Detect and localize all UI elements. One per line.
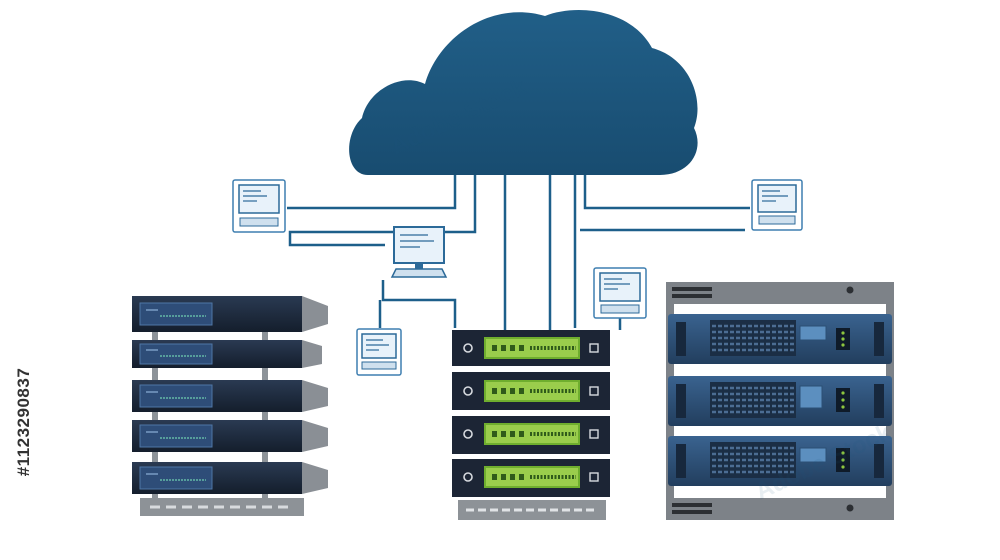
rack-left-unit xyxy=(132,380,328,412)
workstation-top-left-monitor-icon xyxy=(232,179,286,233)
rack-left-unit xyxy=(132,296,328,332)
workstation-lower-left-monitor-icon xyxy=(356,328,402,376)
rack-right-unit xyxy=(668,314,892,364)
rack-right-unit xyxy=(668,376,892,426)
server-rack-right xyxy=(666,282,894,520)
server-rack-left xyxy=(132,296,328,516)
link-cloud-to-workstation-center-left xyxy=(288,174,477,247)
rack-center-led-row xyxy=(492,345,524,480)
rack-right-unit xyxy=(668,436,892,486)
rack-right-base xyxy=(666,498,894,520)
link-cloud-to-workstation-top-left xyxy=(287,174,457,210)
workstation-center-right-monitor-icon xyxy=(593,267,647,319)
link-cloud-to-workstation-top-right xyxy=(583,174,750,210)
rack-left-unit xyxy=(132,462,328,494)
cloud-icon xyxy=(349,10,698,176)
workstation-top-right-monitor-icon xyxy=(751,179,803,231)
stock-id-text: #1123290837 xyxy=(14,367,33,477)
rack-left-unit xyxy=(132,420,328,452)
stock-id-label: #1123290837 xyxy=(2,312,46,532)
connection-lines xyxy=(287,174,750,330)
server-rack-center xyxy=(452,330,610,520)
rack-left-unit xyxy=(132,340,322,368)
link-cloud-to-workstation-lower-left xyxy=(381,280,457,328)
workstation-center-left-monitor-icon xyxy=(390,226,448,278)
